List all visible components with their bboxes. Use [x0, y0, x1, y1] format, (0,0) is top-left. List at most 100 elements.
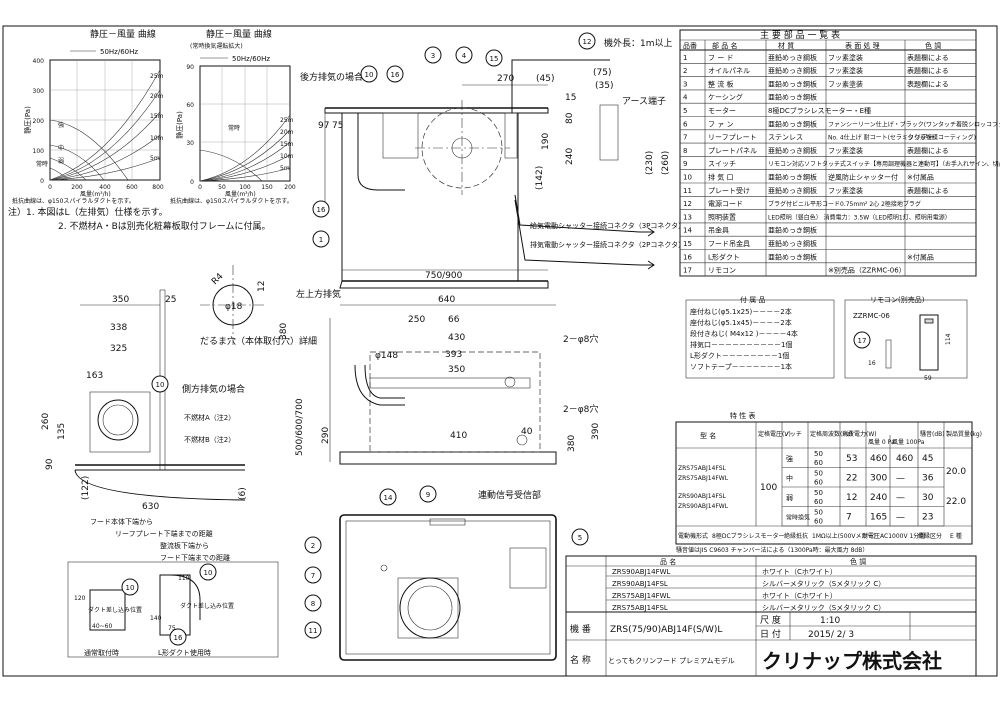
- parts-cell: スイッチ: [708, 160, 736, 168]
- spec-footer: 絶縁抵抗: [784, 532, 808, 540]
- label-dist-3: 整流板下端から: [160, 541, 209, 550]
- svg-text:10: 10: [156, 381, 165, 389]
- dim-190: 190: [541, 133, 551, 150]
- dim-35: (35): [595, 81, 613, 91]
- parts-cell: 表題欄による: [907, 186, 949, 195]
- accessories-title: 付 属 品: [740, 295, 765, 304]
- accessory-item: 座付ねじ(φ5.1x25)－－－－2本: [690, 307, 792, 316]
- label-duct-insert-2: ダクト差し込み位置: [180, 602, 234, 610]
- label-funen-a: 不燃材A（注2）: [184, 413, 235, 422]
- dim-122: (122): [81, 476, 91, 500]
- label-l-duct-install: L形ダクト使用時: [158, 648, 211, 657]
- parts-cell: ※付属品: [907, 252, 934, 261]
- svg-text:14: 14: [384, 494, 393, 502]
- note-2: 2. 不燃材A・Bは別売化粧幕板取付フレームに付属。: [58, 220, 271, 232]
- parts-cell: 亜鉛めっき鋼板: [768, 66, 817, 75]
- chart-left-title: 静圧－風量 曲線: [90, 28, 156, 40]
- callout-2: 2: [304, 536, 322, 554]
- parts-cell: 亜鉛めっき鋼板: [768, 53, 817, 62]
- parts-cell: リモコン対応ソフトタッチ式スイッチ【専用調理機器と連動可】（お手入れサイン、切/…: [768, 160, 1000, 168]
- chart-left-legend: 50Hz/60Hz: [100, 48, 138, 56]
- dim-260b: 260: [41, 413, 51, 430]
- dim-phi18: φ18: [225, 302, 243, 312]
- chart-left-ylabel: 静圧(Pa): [23, 106, 32, 134]
- spec-footer: 1MΩ以上(500Vメガー): [812, 532, 876, 540]
- xtick: 400: [99, 184, 111, 191]
- svg-text:8: 8: [311, 600, 315, 608]
- label-conn-supply: 給気電動シャッター接続コネクタ（3Pコネクタ）: [530, 221, 685, 230]
- label-dist-2: リーフプレート下端までの距離: [115, 529, 213, 538]
- label-dist-1: フード本体下端から: [90, 517, 153, 526]
- ytick: 200: [33, 118, 45, 125]
- ytick: 0: [190, 179, 194, 186]
- parts-cell: フッ素塗装: [828, 53, 863, 62]
- dim-80: 80: [565, 112, 575, 124]
- xtick: 200: [284, 184, 296, 191]
- parts-cell: 1: [683, 54, 687, 62]
- parts-cell: 亜鉛めっき鋼板: [768, 186, 817, 195]
- label-funen-b: 不燃材B（注2）: [184, 435, 235, 444]
- svg-text:5: 5: [578, 534, 582, 542]
- parts-cell: 亜鉛めっき鋼板: [768, 146, 817, 155]
- callout-8: 8: [304, 594, 322, 612]
- curve-label: 中: [58, 144, 64, 152]
- dim-230: (230): [645, 151, 655, 175]
- parts-cell: 12: [683, 200, 692, 208]
- svg-text:7: 7: [311, 572, 315, 580]
- dim-40: 40: [521, 427, 533, 437]
- parts-cell: 7: [683, 134, 687, 142]
- dim-R4: R4: [210, 271, 226, 287]
- parts-table: 主 要 部 品 一 覧 表 品番 部 品 名 材 質 表 面 処 理 色 調 1…: [679, 29, 1000, 277]
- parts-cell: 11: [683, 187, 692, 195]
- spec-header: 消費電力(W): [842, 430, 877, 438]
- dim-390: 390: [591, 423, 601, 440]
- dim-140: 140: [150, 615, 162, 622]
- spec-cell: 60: [814, 518, 823, 526]
- chart-right-ylabel: 静圧(Pa): [175, 111, 184, 139]
- dim-350: 350: [112, 295, 129, 305]
- spec-cell: —: [896, 512, 905, 522]
- parts-cell: 4: [683, 94, 688, 102]
- spec-title: 特 性 表: [730, 411, 755, 420]
- dim-630: 630: [142, 502, 159, 512]
- tb-kiban: ZRS(75/90)ABJ14F(S/W)L: [610, 625, 722, 635]
- xtick: 0: [48, 184, 52, 191]
- spec-cell: 50: [814, 509, 823, 517]
- label-side-exhaust: 側方排気の場合: [182, 383, 245, 395]
- spec-header: 定格電圧(V): [758, 430, 791, 438]
- spec-cell: —: [896, 473, 905, 483]
- pipe-label: 25m: [150, 73, 164, 80]
- spec-cell: 53: [846, 454, 857, 464]
- label-cord-length: 機外長：1m以上: [604, 37, 673, 49]
- label-earth: アース端子: [622, 95, 666, 107]
- pipe-label: 20m: [280, 129, 294, 136]
- parts-cell: 3: [683, 80, 687, 88]
- parts-cell: 8: [683, 147, 687, 155]
- parts-cell: 表題欄による: [907, 53, 949, 62]
- side-view: 750/900 270 (45) (75) (35) 15 97 75 80 1…: [300, 37, 685, 289]
- accessories-box: 付 属 品 座付ねじ(φ5.1x25)－－－－2本 座付ねじ(φ5.1x45)－…: [685, 295, 835, 379]
- callout-5: 4: [455, 46, 473, 64]
- svg-text:11: 11: [309, 627, 318, 635]
- parts-cell: 15: [683, 240, 692, 248]
- dim-45: (45): [536, 74, 554, 84]
- parts-cell: 2: [683, 67, 687, 75]
- parts-cell: 亜鉛めっき鋼板: [768, 93, 817, 102]
- svg-text:4: 4: [462, 52, 467, 60]
- dim-393: 393: [445, 350, 462, 360]
- parts-cell: ステンレス: [768, 134, 803, 142]
- chart-left-note: 抵抗曲線は、φ150スパイラルダクトを示す。: [12, 197, 135, 205]
- parts-cell: 16: [683, 253, 692, 261]
- spec-voltage: 100: [760, 483, 777, 493]
- pipe-label: 15m: [280, 141, 294, 148]
- label-duct-insert: ダクト差し込み位置: [88, 606, 142, 614]
- dim-430: 430: [448, 333, 465, 343]
- parts-cell: フ ァ ン: [708, 120, 733, 128]
- spec-footer: 耐電圧: [862, 532, 880, 540]
- bottom-body: [339, 514, 557, 661]
- side-exhaust-ring: [97, 399, 139, 441]
- dim-remote-59: 59: [924, 375, 932, 382]
